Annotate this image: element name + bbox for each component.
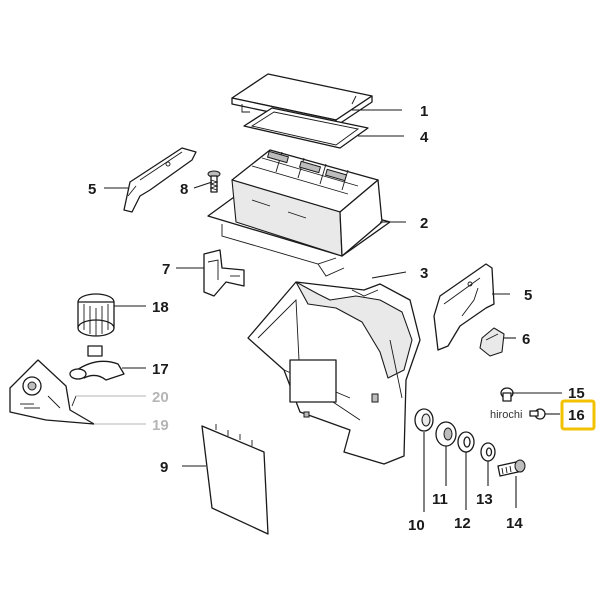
callout-labels: 1 4 2 3 5 6 5 8 7 18 17 20 19 9 15 16 10… (88, 103, 585, 534)
part-10-grommet (414, 408, 434, 432)
part-14-bolt (497, 459, 526, 477)
part-19-panel (9, 359, 95, 425)
part-12-washer (457, 431, 475, 453)
callout-4: 4 (420, 129, 429, 146)
part-11-bushing (435, 421, 457, 447)
callout-16: 16 (568, 407, 585, 424)
callout-2: 2 (420, 215, 428, 232)
callout-8: 8 (180, 181, 188, 198)
callout-17: 17 (152, 361, 169, 378)
callout-13: 13 (476, 491, 493, 508)
callout-1: 1 (420, 103, 428, 120)
callout-14: 14 (506, 515, 523, 532)
part-16-screw (529, 408, 546, 420)
callout-5-right: 5 (524, 287, 532, 304)
part-6-holder (479, 327, 505, 357)
callout-6: 6 (522, 331, 530, 348)
part-13-washer (480, 442, 496, 462)
part-15-nut (500, 387, 514, 402)
part-17-clamp (69, 345, 125, 381)
callout-5-left: 5 (88, 181, 96, 198)
part-5-bracket-right (433, 263, 495, 351)
part-8-screw (207, 170, 221, 193)
part-18-cap (77, 293, 115, 337)
callout-9: 9 (160, 459, 168, 476)
callout-18: 18 (152, 299, 169, 316)
part-4-seal (243, 107, 369, 149)
part-2-tray (207, 149, 391, 277)
callout-10: 10 (408, 517, 425, 534)
highlight-box-16 (560, 399, 596, 431)
watermark-text: hirochi (490, 409, 522, 421)
part-3-housing (247, 281, 421, 465)
callout-12: 12 (454, 515, 471, 532)
callout-15: 15 (568, 385, 585, 402)
part-5-bracket-left (123, 147, 197, 213)
callout-11: 11 (432, 491, 448, 508)
part-20-pin (71, 395, 77, 407)
callout-19: 19 (152, 417, 169, 434)
callout-3: 3 (420, 265, 428, 282)
leader-lines (76, 109, 562, 512)
callout-7: 7 (162, 261, 170, 278)
callout-20: 20 (152, 389, 169, 406)
part-7-clip (203, 249, 245, 297)
part-9-cover (201, 424, 269, 535)
